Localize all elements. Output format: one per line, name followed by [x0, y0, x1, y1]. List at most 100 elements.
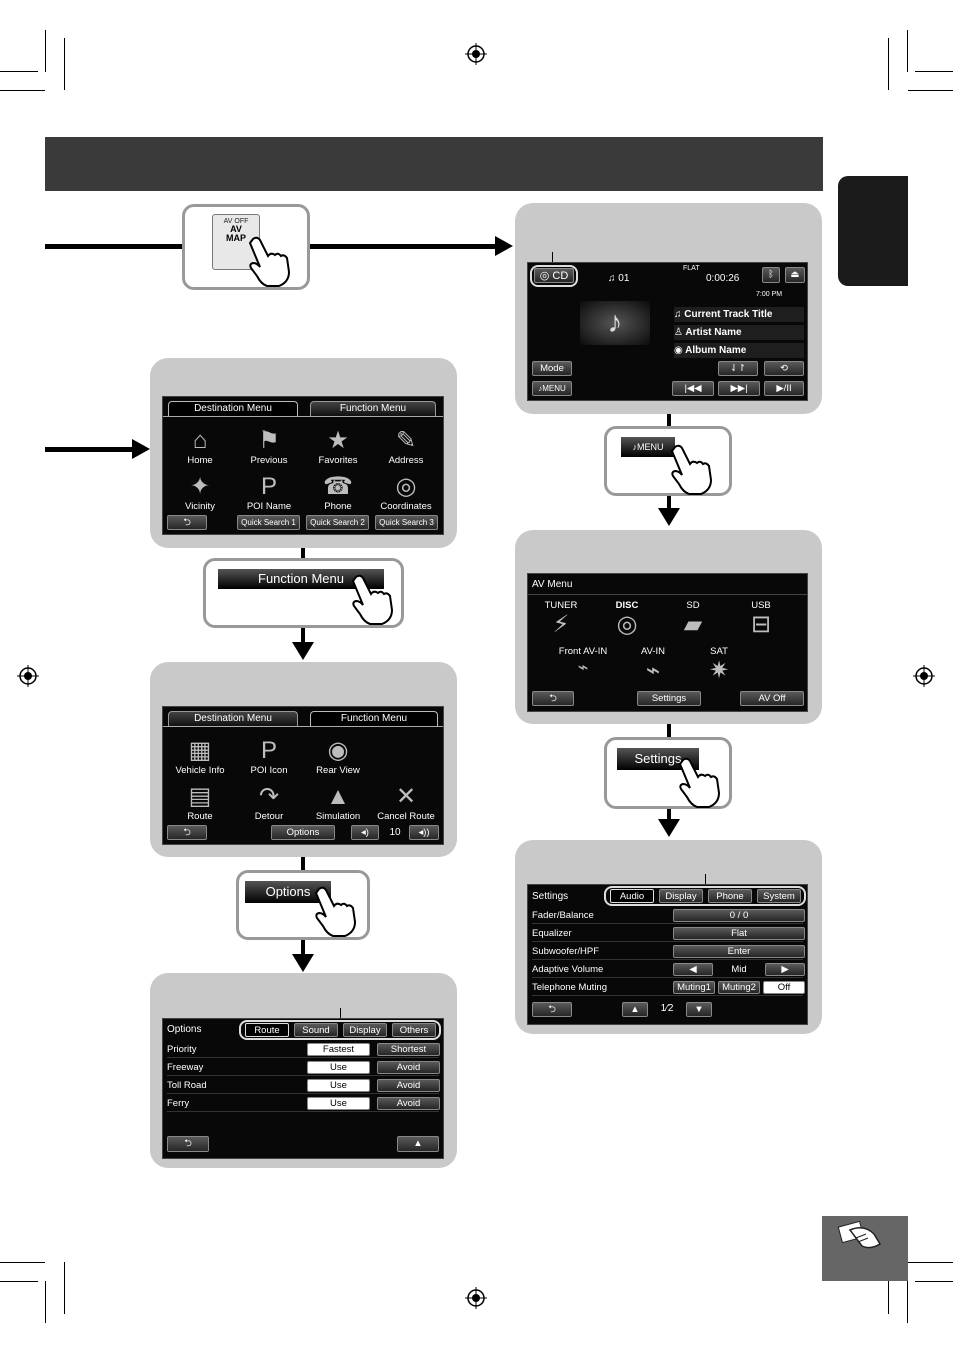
tab-audio[interactable]: Audio — [610, 889, 654, 903]
options-button[interactable]: Options — [271, 825, 335, 840]
vicinity-button[interactable]: ✦Vicinity — [169, 473, 231, 512]
disc-icon: ◎ — [616, 611, 638, 638]
front-av-in-button[interactable]: Front AV-IN⌁ — [552, 646, 614, 677]
tab-destination-menu[interactable]: Destination Menu — [168, 711, 298, 726]
back-button[interactable]: ⮌ — [532, 691, 574, 706]
volume-up-icon[interactable]: ◂)) — [409, 825, 439, 840]
detour-button[interactable]: ↷Detour — [238, 783, 300, 822]
play-pause-icon[interactable]: ▶/II — [764, 381, 804, 396]
tab-destination-menu[interactable]: Destination Menu — [168, 401, 298, 416]
rear-view-button[interactable]: ◉Rear View — [307, 737, 369, 776]
phone-button[interactable]: ☎Phone — [307, 473, 369, 512]
home-button[interactable]: ⌂Home — [169, 427, 231, 466]
tab-route[interactable]: Route — [245, 1023, 289, 1037]
disc-button[interactable]: DISC◎ — [596, 600, 658, 639]
back-button[interactable]: ⮌ — [167, 825, 207, 840]
previous-label: Previous — [250, 455, 288, 466]
crop-mark — [45, 1281, 46, 1323]
av-in-button[interactable]: AV-IN⌁ — [622, 646, 684, 685]
favorites-button[interactable]: ★Favorites — [307, 427, 369, 466]
vehicle-info-button[interactable]: ▦Vehicle Info — [169, 737, 231, 776]
page-total: 2 — [667, 1003, 674, 1014]
source-button[interactable]: ◎ CD — [534, 268, 574, 283]
quick-search-3-button[interactable]: Quick Search 3 — [375, 515, 438, 530]
bluetooth-icon[interactable]: ᛒ — [762, 267, 780, 283]
use-button[interactable]: Use — [307, 1097, 370, 1110]
next-track-icon[interactable]: ▶▶| — [718, 381, 760, 396]
fastest-button[interactable]: Fastest — [307, 1043, 370, 1056]
crop-mark — [0, 71, 38, 72]
subwoofer-enter-button[interactable]: Enter — [673, 945, 805, 958]
menu-button[interactable]: ♪MENU — [532, 381, 572, 396]
tab-phone[interactable]: Phone — [708, 889, 752, 903]
avoid-button[interactable]: Avoid — [377, 1061, 440, 1074]
shortest-button[interactable]: Shortest — [377, 1043, 440, 1056]
page-down-icon[interactable]: ▼ — [686, 1002, 712, 1017]
coordinates-button[interactable]: ◎Coordinates — [375, 473, 437, 512]
muting1-button[interactable]: Muting1 — [673, 981, 715, 994]
tab-sound[interactable]: Sound — [294, 1023, 338, 1037]
tab-display[interactable]: Display — [659, 889, 703, 903]
menu-key[interactable]: ♪MENU — [621, 437, 675, 457]
back-button[interactable]: ⮌ — [167, 515, 207, 530]
tab-function-menu[interactable]: Function Menu — [310, 401, 436, 416]
quick-search-2-button[interactable]: Quick Search 2 — [306, 515, 369, 530]
use-button[interactable]: Use — [307, 1079, 370, 1092]
row-label: Equalizer — [532, 928, 572, 939]
map-orientation-icon[interactable]: ▲ — [397, 1136, 439, 1152]
route-button[interactable]: ▤Route — [169, 783, 231, 822]
source-label: CD — [552, 270, 569, 282]
fader-balance-button[interactable]: 0 / 0 — [673, 909, 805, 922]
cd-playback-screen: ◎ CD ♫ 01 FLAT 0:00:26 ᛒ ⏏ 7:00 PM ♪ ♫ C… — [527, 262, 808, 401]
settings-tab-group — [604, 886, 806, 906]
mode-button[interactable]: Mode — [532, 361, 572, 376]
eject-icon[interactable]: ⏏ — [785, 267, 805, 283]
repeat-icon[interactable]: ⟲ — [764, 361, 804, 376]
setting-row-equalizer: Equalizer Flat — [532, 925, 805, 942]
usb-button[interactable]: USB⊟ — [730, 600, 792, 639]
options-key[interactable]: Options — [245, 881, 331, 903]
arrow-down-icon — [658, 819, 680, 837]
page-up-icon[interactable]: ▲ — [622, 1002, 648, 1017]
use-button[interactable]: Use — [307, 1061, 370, 1074]
av-off-button[interactable]: AV Off — [740, 691, 804, 706]
vicinity-label: Vicinity — [185, 501, 215, 512]
muting2-button[interactable]: Muting2 — [718, 981, 760, 994]
left-arrow-icon[interactable]: ◀ — [673, 963, 713, 976]
artist-name: Artist Name — [685, 327, 742, 338]
tab-system[interactable]: System — [757, 889, 801, 903]
volume-down-icon[interactable]: ◂) — [351, 825, 379, 840]
tab-display[interactable]: Display — [343, 1023, 387, 1037]
previous-track-icon[interactable]: |◀◀ — [672, 381, 714, 396]
album-name: Album Name — [685, 345, 747, 356]
sat-button[interactable]: SAT✷ — [688, 646, 750, 685]
crop-mark — [888, 38, 889, 90]
equalizer-button[interactable]: Flat — [673, 927, 805, 940]
avoid-button[interactable]: Avoid — [377, 1097, 440, 1110]
settings-button[interactable]: Settings — [637, 691, 701, 706]
address-button[interactable]: ✎Address — [375, 427, 437, 466]
cancel-route-button[interactable]: ✕Cancel Route — [375, 783, 437, 822]
simulation-button[interactable]: ▲Simulation — [307, 783, 369, 822]
right-arrow-icon[interactable]: ▶ — [765, 963, 805, 976]
tab-others[interactable]: Others — [392, 1023, 436, 1037]
elapsed-time: 0:00:26 — [706, 273, 740, 284]
crop-mark — [0, 1281, 38, 1282]
sd-button[interactable]: SD▰ — [662, 600, 724, 639]
settings-key[interactable]: Settings — [617, 748, 699, 770]
crop-mark — [0, 1262, 45, 1263]
tuner-button[interactable]: TUNER⚡ — [530, 600, 592, 639]
flow-line — [667, 809, 671, 821]
av-map-key[interactable]: AV OFF AV MAP — [212, 214, 260, 270]
back-button[interactable]: ⮌ — [532, 1002, 572, 1017]
tab-function-menu[interactable]: Function Menu — [310, 711, 438, 726]
avoid-button[interactable]: Avoid — [377, 1079, 440, 1092]
folder-updown-icon[interactable]: ⇃↾ — [718, 361, 758, 376]
previous-button[interactable]: ⚑Previous — [238, 427, 300, 466]
quick-search-1-button[interactable]: Quick Search 1 — [237, 515, 300, 530]
function-menu-key[interactable]: Function Menu — [218, 569, 384, 589]
muting-off-button[interactable]: Off — [763, 981, 805, 994]
back-button[interactable]: ⮌ — [167, 1136, 209, 1152]
